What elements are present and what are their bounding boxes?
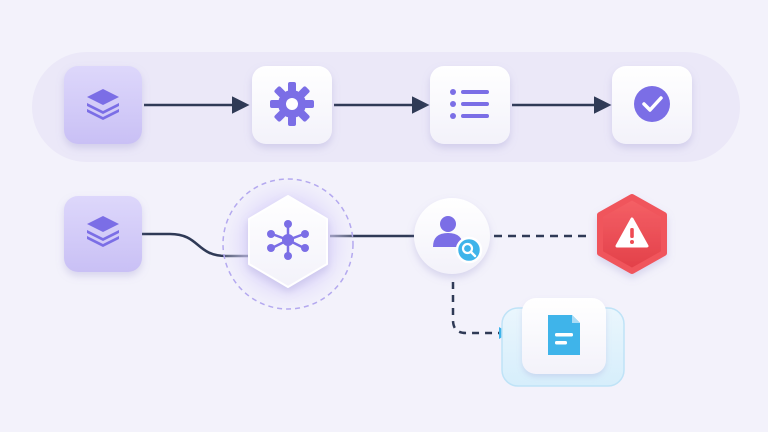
curve-connector bbox=[142, 232, 248, 258]
gear-icon bbox=[270, 82, 314, 126]
layers-node-bottom[interactable] bbox=[64, 196, 142, 272]
list-icon bbox=[450, 89, 489, 119]
network-hub-icon bbox=[267, 220, 309, 260]
user-search-icon bbox=[455, 236, 483, 264]
check-circle-icon bbox=[634, 86, 670, 122]
top-pipeline-lane bbox=[32, 52, 740, 162]
hub-highlight-ring bbox=[222, 178, 354, 310]
layers-icon bbox=[87, 216, 119, 247]
user-icon bbox=[433, 216, 463, 247]
dashed-arrow-connector bbox=[451, 282, 506, 335]
layers-icon bbox=[87, 89, 119, 120]
document-icon bbox=[548, 315, 580, 355]
warning-icon bbox=[615, 217, 649, 248]
